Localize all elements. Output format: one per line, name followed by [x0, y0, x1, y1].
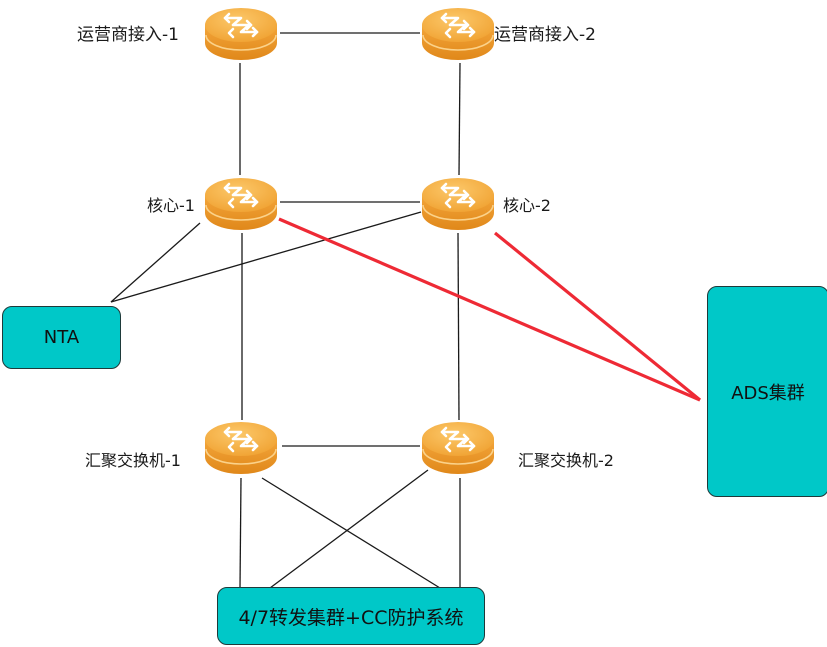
label-isp1: 运营商接入-1 — [77, 25, 179, 45]
link-core1-nta — [110, 222, 201, 303]
link-core2-nta — [110, 211, 422, 303]
link-agg1-forward-a — [239, 477, 242, 589]
router-core2[interactable] — [420, 173, 496, 233]
nta-box[interactable]: NTA — [2, 306, 121, 369]
label-agg1: 汇聚交换机-1 — [85, 451, 181, 470]
forwarding-cluster-label: 4/7转发集群+CC防护系统 — [238, 606, 464, 629]
router-icon — [422, 422, 494, 474]
link-agg1-forward-b — [261, 477, 441, 589]
router-icon — [205, 8, 277, 60]
label-core2: 核心-2 — [503, 196, 551, 215]
router-icon — [205, 422, 277, 474]
forwarding-cluster-box[interactable]: 4/7转发集群+CC防护系统 — [217, 587, 485, 645]
router-agg1[interactable] — [203, 417, 279, 477]
ads-cluster-box[interactable]: ADS集群 — [707, 286, 827, 497]
router-icon — [422, 178, 494, 230]
router-isp1[interactable] — [203, 3, 279, 63]
router-icon — [205, 178, 277, 230]
router-isp2[interactable] — [420, 3, 496, 63]
label-agg2: 汇聚交换机-2 — [518, 451, 614, 470]
link-core2-agg2 — [457, 232, 460, 421]
router-icon — [422, 8, 494, 60]
link-core1-ads — [278, 217, 701, 402]
nta-label: NTA — [43, 327, 80, 348]
router-core1[interactable] — [203, 173, 279, 233]
link-agg2-forward-a — [269, 469, 429, 589]
ads-label: ADS集群 — [731, 382, 805, 404]
label-isp2: 运营商接入-2 — [494, 25, 596, 45]
router-agg2[interactable] — [420, 417, 496, 477]
link-isp2-core2 — [458, 62, 461, 176]
label-core1: 核心-1 — [147, 196, 195, 215]
link-core2-ads — [493, 231, 702, 402]
